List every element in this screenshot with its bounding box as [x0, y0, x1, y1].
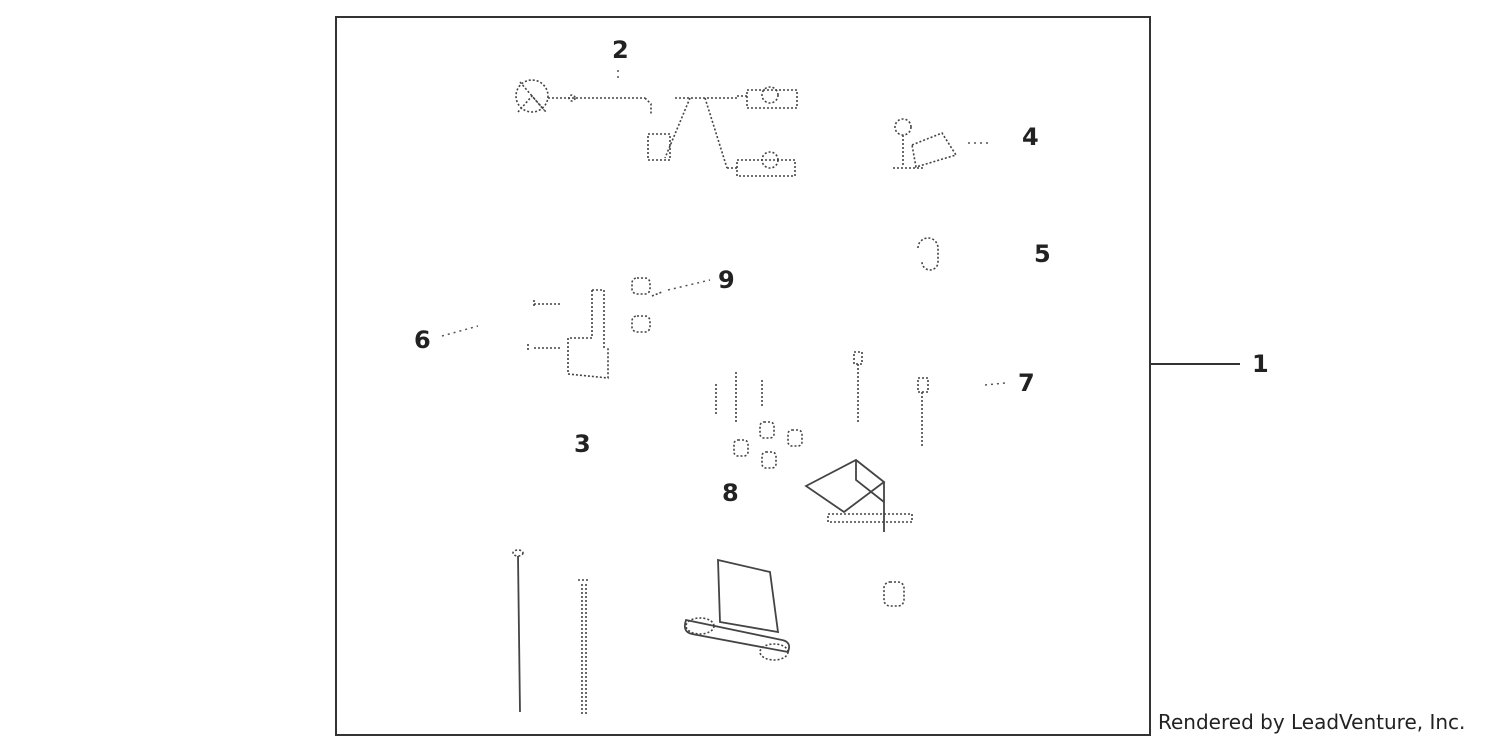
grommet — [883, 581, 905, 607]
callout-3: 3 — [574, 430, 591, 458]
part-7-bolts — [853, 351, 929, 448]
leader-line-6 — [441, 325, 479, 337]
part-5-clip — [917, 237, 939, 271]
callout-1: 1 — [1252, 350, 1269, 378]
part-4-switch — [893, 118, 958, 169]
diagram-frame — [335, 16, 1151, 736]
callout-2: 2 — [612, 36, 629, 64]
callout-6: 6 — [414, 326, 431, 354]
part-8-fasteners — [715, 372, 803, 469]
part-6-bracket — [527, 289, 609, 379]
render-credit: Rendered by LeadVenture, Inc. — [1158, 710, 1466, 734]
callout-5: 5 — [1034, 240, 1051, 268]
part-9-collars — [631, 277, 663, 333]
part-2-wire-harness — [515, 79, 798, 177]
mounting-bracket — [804, 458, 913, 532]
callout-9: 9 — [718, 266, 735, 294]
callout-7: 7 — [1018, 369, 1035, 397]
callout-8: 8 — [722, 479, 739, 507]
callout-4: 4 — [1022, 123, 1039, 151]
long-rods — [512, 549, 588, 714]
leader-line-7 — [984, 382, 1006, 386]
footplate — [683, 558, 791, 661]
leader-line-9 — [667, 279, 711, 291]
